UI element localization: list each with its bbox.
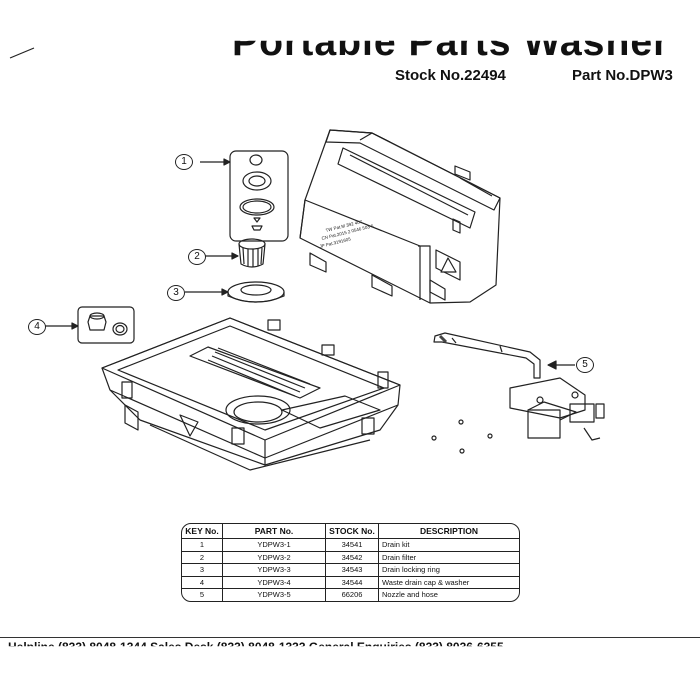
description-cell: Drain locking ring bbox=[379, 564, 519, 577]
page-title: Portable Parts Washer bbox=[232, 20, 670, 64]
stock-cell: 34543 bbox=[326, 564, 379, 577]
pump-illustration bbox=[509, 377, 605, 441]
part-number: Part No.DPW3 bbox=[572, 67, 673, 84]
key-cell: 5 bbox=[182, 589, 223, 601]
column-header-stock: STOCK No. bbox=[326, 524, 379, 539]
table-row: 4 YDPW3-4 34544 Waste drain cap & washer bbox=[182, 576, 519, 589]
part-cell: YDPW3-4 bbox=[223, 576, 326, 589]
callout-3: 3 bbox=[167, 285, 185, 301]
stock-cell: 66206 bbox=[326, 589, 379, 601]
stock-number: Stock No.22494 bbox=[395, 67, 506, 84]
part-cell: YDPW3-1 bbox=[223, 539, 326, 552]
stock-cell: 34544 bbox=[326, 576, 379, 589]
description-cell: Waste drain cap & washer bbox=[379, 577, 519, 589]
table-header-row: KEY No. PART No. STOCK No. DESCRIPTION bbox=[182, 524, 519, 539]
footer-contacts: Helpline (833) 8048-1344 Sales Desk (833… bbox=[8, 640, 504, 654]
key-cell: 4 bbox=[182, 576, 223, 589]
key-cell: 3 bbox=[182, 564, 223, 577]
parts-table: KEY No. PART No. STOCK No. DESCRIPTION 1… bbox=[181, 523, 520, 602]
lid-illustration bbox=[299, 129, 501, 304]
callout-1: 1 bbox=[175, 154, 193, 170]
key-cell: 1 bbox=[182, 539, 223, 552]
description-cell: Nozzle and hose bbox=[382, 590, 438, 600]
footer-divider bbox=[0, 637, 700, 638]
stock-cell: 34541 bbox=[326, 539, 379, 552]
stock-cell: 34542 bbox=[326, 551, 379, 564]
description-cell: Drain kit bbox=[379, 539, 519, 552]
table-row: 2 YDPW3-2 34542 Drain filter bbox=[182, 551, 519, 564]
part-cell: YDPW3-2 bbox=[223, 551, 326, 564]
waste-drain-cap-box bbox=[77, 306, 135, 344]
screws bbox=[431, 419, 493, 454]
callout-4: 4 bbox=[28, 319, 46, 335]
column-header-part: PART No. bbox=[223, 524, 326, 539]
corner-slash-mark bbox=[8, 42, 38, 67]
drain-kit-box bbox=[229, 150, 289, 242]
table-row: 1 YDPW3-1 34541 Drain kit bbox=[182, 539, 519, 552]
part-cell: YDPW3-5 bbox=[223, 589, 326, 601]
column-header-key: KEY No. bbox=[182, 524, 223, 539]
part-cell: YDPW3-3 bbox=[223, 564, 326, 577]
callout-5: 5 bbox=[576, 357, 594, 373]
table-row: 5 YDPW3-5 66206 Nozzle and hose bbox=[182, 589, 519, 601]
nozzle-hose-illustration bbox=[433, 332, 541, 379]
callout-2: 2 bbox=[188, 249, 206, 265]
exploded-parts-diagram: TW Pat.M 392 407 CN Pat.2015 2 0546 503 … bbox=[45, 129, 605, 471]
table-row: 3 YDPW3-3 34543 Drain locking ring bbox=[182, 564, 519, 577]
column-header-description: DESCRIPTION bbox=[379, 524, 519, 539]
description-cell: Drain filter bbox=[379, 552, 519, 564]
key-cell: 2 bbox=[182, 551, 223, 564]
tank-illustration bbox=[101, 317, 401, 471]
